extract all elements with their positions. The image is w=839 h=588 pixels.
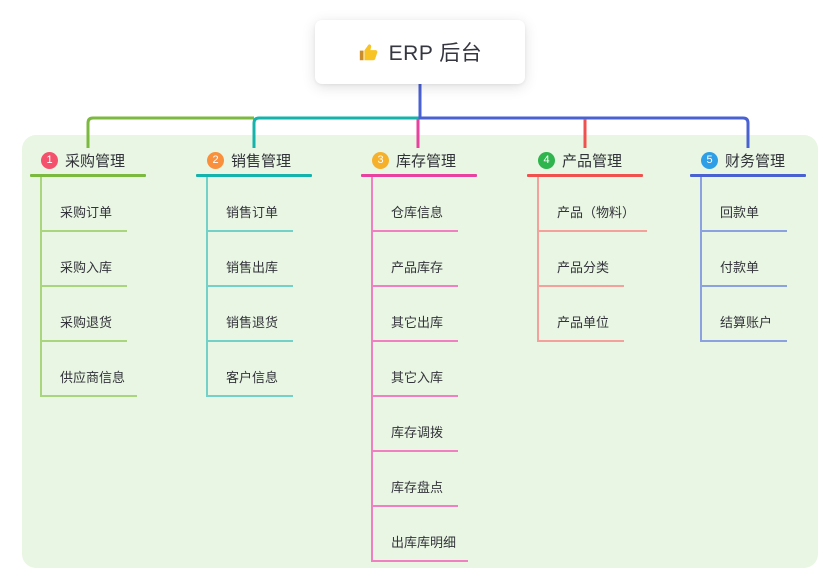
child-node[interactable]: 库存调拨 bbox=[373, 397, 458, 452]
child-node-label: 付款单 bbox=[720, 260, 760, 275]
branch-node-2: 2 销售管理 销售订单销售出库销售退货客户信息 bbox=[196, 148, 312, 397]
root-node-title: ERP 后台 bbox=[388, 42, 483, 65]
mindmap-background-panel bbox=[22, 135, 818, 568]
child-node[interactable]: 销售退货 bbox=[208, 287, 293, 342]
child-node[interactable]: 采购退货 bbox=[42, 287, 127, 342]
child-node-label: 销售出库 bbox=[226, 260, 279, 275]
branch-number-badge: 2 bbox=[207, 151, 224, 169]
child-node[interactable]: 其它出库 bbox=[373, 287, 458, 342]
child-node-label: 其它出库 bbox=[391, 315, 444, 330]
child-node[interactable]: 出库库明细 bbox=[373, 507, 469, 562]
child-node[interactable]: 回款单 bbox=[702, 177, 787, 232]
child-node[interactable]: 供应商信息 bbox=[42, 342, 138, 397]
branch-header[interactable]: 1 采购管理 bbox=[30, 148, 146, 172]
child-node[interactable]: 采购订单 bbox=[42, 177, 127, 232]
branch-node-1: 1 采购管理 采购订单采购入库采购退货供应商信息 bbox=[30, 148, 146, 397]
child-node-label: 出库库明细 bbox=[391, 535, 457, 550]
branch-header[interactable]: 3 库存管理 bbox=[361, 148, 477, 172]
branch-title: 财务管理 bbox=[725, 152, 786, 170]
child-node-label: 销售退货 bbox=[226, 315, 279, 330]
branch-title: 采购管理 bbox=[65, 152, 126, 170]
child-node[interactable]: 销售订单 bbox=[208, 177, 293, 232]
connector-branch-1 bbox=[86, 116, 254, 148]
branch-children: 产品（物料） 产品分类产品单位 bbox=[537, 177, 648, 342]
child-node[interactable]: 产品（物料） bbox=[539, 177, 648, 232]
branch-header[interactable]: 2 销售管理 bbox=[196, 148, 312, 172]
thumbs-up-icon bbox=[359, 44, 378, 61]
branch-title: 库存管理 bbox=[396, 152, 457, 170]
branch-underline bbox=[690, 174, 806, 177]
child-node[interactable]: 结算账户 bbox=[702, 287, 787, 342]
branch-header[interactable]: 5 财务管理 bbox=[690, 148, 806, 172]
child-node-label: 产品单位 bbox=[557, 315, 610, 330]
child-node-label: 采购退货 bbox=[60, 315, 113, 330]
child-node[interactable]: 销售出库 bbox=[208, 232, 293, 287]
branch-children: 回款单付款单结算账户 bbox=[700, 177, 806, 342]
child-node-label: 产品（物料） bbox=[557, 205, 636, 220]
child-node-label: 库存盘点 bbox=[391, 480, 444, 495]
connector-root-and-branch-5 bbox=[418, 84, 750, 148]
branch-title: 销售管理 bbox=[231, 152, 292, 170]
root-node-erp[interactable]: ERP 后台 bbox=[315, 20, 525, 84]
branch-children: 仓库信息产品库存其它出库其它入库库存调拨库存盘点出库库明细 bbox=[371, 177, 477, 562]
child-node[interactable]: 仓库信息 bbox=[373, 177, 458, 232]
branch-number-badge: 5 bbox=[701, 151, 718, 169]
branch-node-5: 5 财务管理 回款单付款单结算账户 bbox=[690, 148, 806, 342]
child-node-label: 仓库信息 bbox=[391, 205, 444, 220]
branch-number-badge: 4 bbox=[538, 151, 555, 169]
child-node[interactable]: 采购入库 bbox=[42, 232, 127, 287]
child-node-label: 客户信息 bbox=[226, 370, 279, 385]
branch-underline bbox=[196, 174, 312, 177]
branch-underline bbox=[527, 174, 643, 177]
child-node[interactable]: 付款单 bbox=[702, 232, 787, 287]
child-node[interactable]: 客户信息 bbox=[208, 342, 293, 397]
child-node-label: 库存调拨 bbox=[391, 425, 444, 440]
branch-underline bbox=[361, 174, 477, 177]
child-node-label: 供应商信息 bbox=[60, 370, 126, 385]
child-node-label: 产品分类 bbox=[557, 260, 610, 275]
branch-underline bbox=[30, 174, 146, 177]
child-node-label: 结算账户 bbox=[720, 315, 773, 330]
child-node[interactable]: 库存盘点 bbox=[373, 452, 458, 507]
branch-title: 产品管理 bbox=[562, 152, 623, 170]
child-node-label: 采购订单 bbox=[60, 205, 113, 220]
branch-children: 销售订单销售出库销售退货客户信息 bbox=[206, 177, 312, 397]
child-node-label: 回款单 bbox=[720, 205, 760, 220]
child-node-label: 产品库存 bbox=[391, 260, 444, 275]
child-node[interactable]: 其它入库 bbox=[373, 342, 458, 397]
branch-node-3: 3 库存管理 仓库信息产品库存其它出库其它入库库存调拨库存盘点出库库明细 bbox=[361, 148, 477, 562]
branch-children: 采购订单采购入库采购退货供应商信息 bbox=[40, 177, 146, 397]
child-node-label: 采购入库 bbox=[60, 260, 113, 275]
branch-node-4: 4 产品管理 产品（物料） 产品分类产品单位 bbox=[527, 148, 648, 342]
child-node[interactable]: 产品单位 bbox=[539, 287, 624, 342]
child-node-label: 其它入库 bbox=[391, 370, 444, 385]
child-node-label: 销售订单 bbox=[226, 205, 279, 220]
branch-number-badge: 3 bbox=[372, 151, 389, 169]
branch-header[interactable]: 4 产品管理 bbox=[527, 148, 643, 172]
child-node[interactable]: 产品分类 bbox=[539, 232, 624, 287]
child-node[interactable]: 产品库存 bbox=[373, 232, 458, 287]
connector-branch-2 bbox=[252, 116, 420, 148]
branch-number-badge: 1 bbox=[41, 151, 58, 169]
